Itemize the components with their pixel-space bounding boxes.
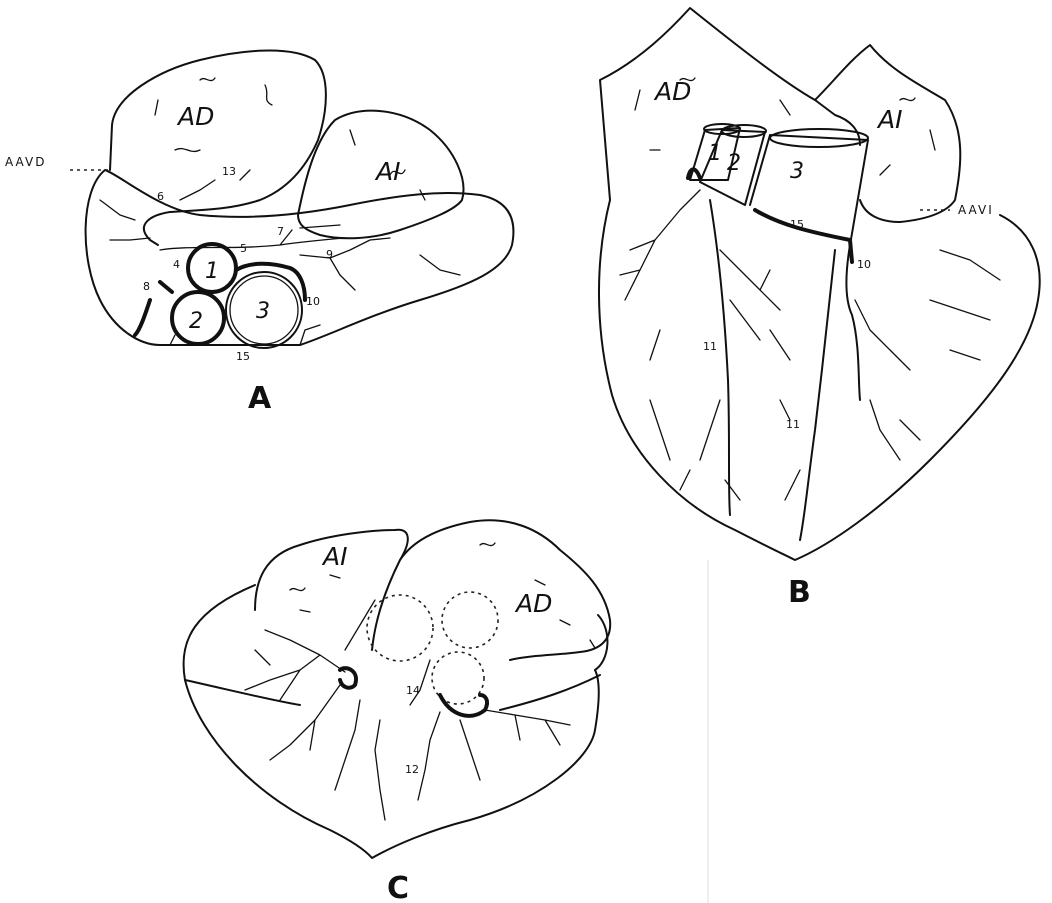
panel-b-label-ad: AD [653, 77, 691, 106]
panel-a: AD AI AAVD 1 2 3 4 5 6 7 8 9 10 13 15 A [5, 51, 513, 416]
panel-c-label-ad: AD [514, 589, 552, 618]
panel-c-coronary-right [440, 695, 487, 716]
panel-b-heart-outline [599, 200, 1040, 560]
panel-c-right-atrium [400, 520, 610, 660]
panel-a-label-4: 4 [173, 258, 180, 271]
panel-a-label-13: 13 [222, 165, 236, 178]
panel-c: AI AD 12 14 C [184, 520, 611, 903]
panel-c-vessel-outline-2 [442, 592, 498, 648]
panel-a-letter: A [248, 381, 272, 416]
panel-a-label-7: 7 [277, 225, 284, 238]
panel-a-ventricle-outline [86, 170, 514, 345]
panel-c-label-12: 12 [405, 763, 419, 776]
panel-a-label-9: 9 [326, 248, 333, 261]
panel-c-ventricle-outline [185, 670, 599, 858]
panel-a-branches [100, 180, 460, 345]
panel-b-label-aavi: AAVI [958, 203, 994, 217]
panel-c-coronary-left [340, 668, 356, 688]
panel-c-letter: C [387, 871, 409, 903]
panel-b-label-vessel-2: 2 [727, 151, 741, 176]
panel-c-av-groove [185, 675, 600, 710]
panel-b-letter: B [788, 575, 811, 610]
panel-b-label-15: 15 [790, 218, 804, 231]
panel-a-label-vessel-3: 3 [256, 299, 270, 324]
panel-a-groove [160, 225, 345, 250]
panel-b-label-10: 10 [857, 258, 871, 271]
panel-a-label-8: 8 [143, 280, 150, 293]
panel-c-vessel-outline-1 [367, 595, 433, 661]
panel-c-branches [245, 600, 570, 820]
panel-b-septum-right [800, 250, 835, 540]
panel-b-label-11a: 11 [703, 340, 717, 353]
panel-a-label-vessel-2: 2 [189, 309, 203, 334]
panel-b-label-ai: AI [876, 105, 902, 134]
panel-c-label-ai: AI [321, 542, 347, 571]
panel-a-label-ai: AI [374, 157, 400, 186]
panel-b-branches [620, 190, 1000, 500]
panel-a-label-ad: AD [176, 102, 214, 131]
panel-a-label-vessel-1: 1 [205, 259, 219, 284]
panel-a-label-10: 10 [306, 295, 320, 308]
panel-a-label-15: 15 [236, 350, 250, 363]
panel-b-vessel-3 [750, 135, 868, 245]
panel-a-label-6: 6 [157, 190, 164, 203]
panel-b-label-11b: 11 [786, 418, 800, 431]
panel-b-septum-left [710, 200, 730, 515]
panel-b: AD AI AAVI 1 2 3 10 11 11 15 B [599, 8, 1040, 610]
panel-a-label-5: 5 [240, 242, 247, 255]
panel-b-label-vessel-3: 3 [790, 159, 804, 184]
panel-b-label-vessel-1: 1 [708, 141, 722, 166]
panel-a-label-aavd: AAVD [5, 155, 46, 169]
panel-c-label-14: 14 [406, 684, 420, 697]
